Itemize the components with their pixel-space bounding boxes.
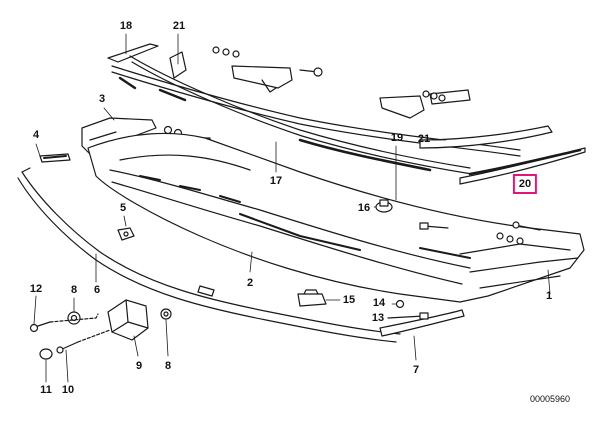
callout-15: 15 [342, 294, 356, 306]
reference-code: 00005960 [529, 394, 570, 404]
callout-20-highlighted: 20 [512, 174, 538, 194]
callout-19: 19 [390, 132, 404, 144]
callout-5: 5 [119, 202, 127, 214]
leader-lines [33, 33, 551, 383]
nut-5 [117, 227, 135, 241]
hardware-right [419, 221, 541, 245]
mounting-brackets-top [169, 46, 471, 119]
callout-6: 6 [93, 284, 101, 296]
callout-4: 4 [32, 129, 40, 141]
trim-strip-top [107, 43, 521, 157]
callout-7: 7 [412, 364, 420, 376]
callout-21-top: 21 [172, 20, 186, 32]
callout-9: 9 [135, 360, 143, 372]
callout-3: 3 [98, 93, 106, 105]
callout-14: 14 [372, 297, 386, 309]
callout-2: 2 [246, 277, 254, 289]
clip-15 [297, 289, 327, 307]
end-strip-left [39, 153, 71, 163]
callout-1: 1 [545, 290, 553, 302]
callout-8-upper: 8 [70, 284, 78, 296]
callout-16: 16 [357, 202, 371, 214]
callout-12: 12 [29, 283, 43, 295]
callout-10: 10 [61, 384, 75, 396]
screw-13-14 [387, 299, 429, 320]
callout-18: 18 [119, 20, 133, 32]
callout-11: 11 [40, 384, 52, 396]
callout-17: 17 [269, 175, 283, 187]
hardware-bottom-left [29, 299, 172, 360]
callout-13: 13 [371, 312, 385, 324]
bumper-rubber-strip [17, 167, 465, 343]
callout-8-lower: 8 [164, 360, 172, 372]
callout-21-right: 21 [417, 133, 431, 145]
bumper-shell [87, 132, 585, 303]
trim-strip-main [129, 55, 586, 185]
